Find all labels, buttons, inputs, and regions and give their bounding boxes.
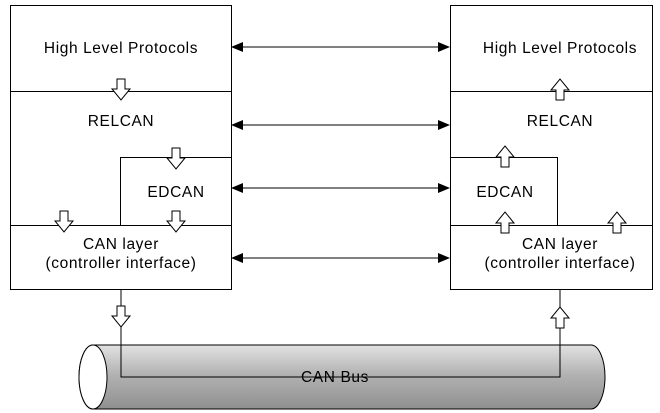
left-hlp-to-relcan-arrow-icon bbox=[110, 78, 132, 101]
right-can-label-line2: (controller interface) bbox=[484, 255, 635, 272]
right-edcan-to-relcan-arrow-icon bbox=[494, 145, 516, 168]
left-can-to-bus-arrow-icon bbox=[110, 305, 132, 328]
peer-arrow-hlp bbox=[231, 42, 450, 52]
right-high-level-label: High Level Protocols bbox=[483, 40, 637, 57]
left-edcan-box bbox=[120, 157, 232, 226]
peer-arrow-can-right-head-icon bbox=[438, 253, 450, 263]
right-relcan-to-hlp-arrow-icon bbox=[549, 78, 571, 101]
peer-arrow-hlp-left-head-icon bbox=[231, 42, 243, 52]
left-relcan-to-edcan-arrow-icon bbox=[165, 147, 187, 170]
left-relcan-to-can-arrow-icon bbox=[53, 210, 75, 233]
peer-arrow-relcan bbox=[231, 120, 450, 130]
left-relcan-label: RELCAN bbox=[88, 113, 154, 130]
peer-arrow-can-left-head-icon bbox=[231, 253, 243, 263]
can-bus-label: CAN Bus bbox=[301, 369, 369, 386]
can-bus-tube-opening bbox=[78, 344, 108, 410]
right-edcan-label: EDCAN bbox=[476, 184, 533, 201]
right-stack: High Level Protocols RELCAN EDCAN CAN la… bbox=[450, 5, 653, 329]
peer-arrow-can bbox=[231, 253, 450, 263]
left-high-level-label: High Level Protocols bbox=[44, 40, 198, 57]
peer-arrow-relcan-left-head-icon bbox=[231, 120, 243, 130]
peer-arrows bbox=[231, 42, 450, 263]
right-can-label-line1: CAN layer bbox=[522, 236, 598, 253]
left-stack: High Level Protocols RELCAN EDCAN CAN la… bbox=[10, 5, 232, 328]
right-relcan-label: RELCAN bbox=[527, 113, 593, 130]
right-edcan-box bbox=[450, 157, 558, 226]
right-bus-to-can-arrow-icon bbox=[549, 306, 571, 329]
right-can-to-edcan-arrow-icon bbox=[494, 211, 516, 234]
peer-arrow-edcan-right-head-icon bbox=[438, 183, 450, 193]
peer-arrow-relcan-right-head-icon bbox=[438, 120, 450, 130]
peer-arrow-edcan bbox=[231, 183, 450, 193]
left-stack-frame bbox=[10, 5, 232, 290]
peer-arrow-hlp-right-head-icon bbox=[438, 42, 450, 52]
left-edcan-to-can-arrow-icon bbox=[165, 210, 187, 233]
right-can-to-relcan-arrow-icon bbox=[606, 211, 628, 234]
peer-arrow-edcan-left-head-icon bbox=[231, 183, 243, 193]
left-can-label-line1: CAN layer bbox=[83, 236, 159, 253]
can-bus: CAN Bus bbox=[78, 290, 606, 410]
left-edcan-label: EDCAN bbox=[147, 184, 204, 201]
can-bus-wire bbox=[120, 327, 561, 378]
left-can-label-line2: (controller interface) bbox=[45, 255, 196, 272]
right-stack-frame bbox=[450, 5, 653, 290]
